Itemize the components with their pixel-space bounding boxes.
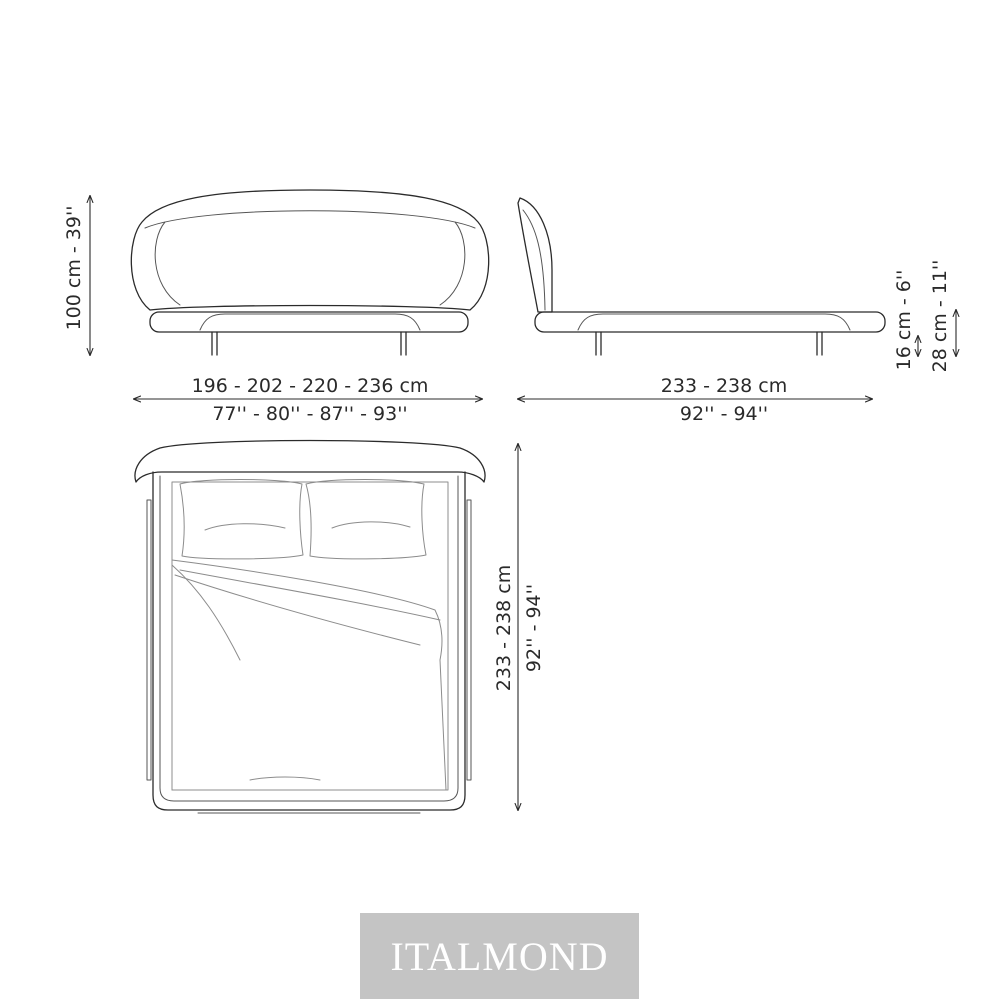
top-mattress xyxy=(171,481,449,791)
front-width-cm-label: 196 - 202 - 220 - 236 cm xyxy=(192,375,429,397)
brand-logo: ITALMOND xyxy=(360,913,639,999)
top-length-in-label: 92'' - 94'' xyxy=(523,584,545,672)
front-headboard xyxy=(130,189,490,311)
front-height-label: 100 cm - 39'' xyxy=(63,206,85,331)
top-duvet-fold-4 xyxy=(249,776,321,781)
side-total-height-label: 28 cm - 11'' xyxy=(929,260,951,373)
top-side-bar-right xyxy=(466,499,472,781)
top-duvet-fold-2 xyxy=(174,574,421,646)
side-frame-height-label: 16 cm - 6'' xyxy=(893,270,915,371)
top-pillow-left xyxy=(179,479,304,560)
side-headboard xyxy=(517,197,553,313)
top-pillow-left-crease xyxy=(204,523,286,531)
top-frame-outer xyxy=(152,471,466,811)
top-pillow-right-crease xyxy=(331,521,411,529)
front-base xyxy=(149,311,469,333)
technical-drawing: 100 cm - 39'' 196 - 202 - 220 - 236 cm 7… xyxy=(63,189,999,814)
front-base-rail xyxy=(199,313,421,331)
top-duvet-fold-1 xyxy=(171,564,241,661)
top-duvet-fold-3 xyxy=(179,569,441,621)
side-view xyxy=(517,197,886,356)
side-base-rail xyxy=(577,313,851,331)
top-frame-inner xyxy=(159,475,459,802)
side-headboard-inner xyxy=(522,209,546,311)
side-length-in-label: 92'' - 94'' xyxy=(680,403,768,425)
front-view xyxy=(130,189,490,356)
top-side-bar-left xyxy=(146,499,152,781)
top-duvet xyxy=(171,559,447,791)
side-base xyxy=(534,311,886,333)
front-width-in-label: 77'' - 80'' - 87'' - 93'' xyxy=(212,403,407,425)
front-headboard-seam-right xyxy=(439,221,466,306)
front-headboard-shadow xyxy=(144,210,476,229)
top-length-cm-label: 233 - 238 cm xyxy=(493,565,515,691)
front-headboard-seam-left xyxy=(154,221,181,306)
top-view xyxy=(134,439,486,814)
top-pillow-right xyxy=(305,479,427,560)
side-length-cm-label: 233 - 238 cm xyxy=(661,375,787,397)
top-headboard xyxy=(134,439,486,483)
brand-logo-text: ITALMOND xyxy=(390,933,609,979)
